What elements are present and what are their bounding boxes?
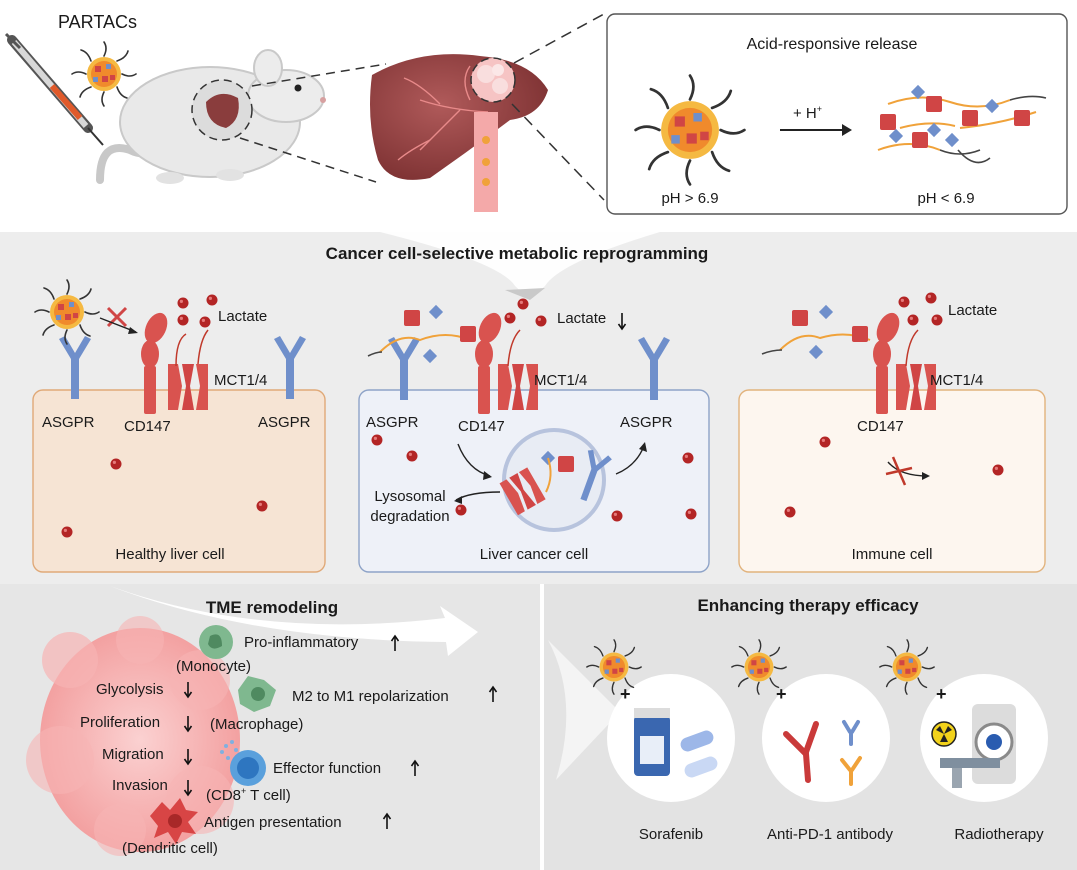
- dendritic-cell-icon: [150, 798, 198, 844]
- cancer-asgpr-right: ASGPR: [620, 414, 673, 431]
- h-plus-label: + H+: [793, 104, 823, 122]
- effect-effector-function: Effector function: [273, 760, 382, 777]
- cell-macrophage: (Macrophage): [210, 716, 304, 733]
- healthy-lactate: Lactate: [218, 308, 268, 325]
- radiotherapy-icon: [931, 704, 1016, 788]
- tumor-item-glycolysis: Glycolysis: [96, 681, 164, 698]
- funnel-tme: [110, 586, 478, 656]
- cancer-mct: MCT1/4: [534, 372, 588, 389]
- ph-high-label: pH > 6.9: [661, 190, 719, 207]
- cell-monocyte: (Monocyte): [176, 658, 252, 675]
- tme-title: TME remodeling: [205, 598, 339, 617]
- antibody-bg: [762, 674, 890, 802]
- plus-antibody: +: [776, 684, 787, 704]
- healthy-asgpr-right: ASGPR: [258, 414, 311, 431]
- effect-m2-m1: M2 to M1 repolarization: [292, 688, 449, 705]
- tumor-item-migration: Migration: [102, 746, 164, 763]
- monocyte-icon: [199, 625, 233, 659]
- cancer-lactate: Lactate: [557, 310, 607, 327]
- effect-pro-inflammatory: Pro-inflammatory: [244, 634, 359, 651]
- pill-bottle-icon: [634, 708, 718, 778]
- lysosomal-label-1: Lysosomal: [374, 488, 446, 505]
- partacs-label: PARTACs: [58, 12, 138, 32]
- macrophage-icon: [238, 676, 276, 712]
- tumor-item-invasion: Invasion: [112, 777, 168, 794]
- healthy-mct: MCT1/4: [214, 372, 268, 389]
- t-cell-icon: [220, 740, 266, 786]
- cancer-cd147: CD147: [458, 418, 505, 435]
- tumor-item-proliferation: Proliferation: [80, 714, 161, 731]
- plus-radiotherapy: +: [936, 684, 947, 704]
- healthy-cd147: CD147: [124, 418, 171, 435]
- cancer-asgpr-left: ASGPR: [366, 414, 419, 431]
- immune-cd147: CD147: [857, 418, 904, 435]
- syringe: [4, 32, 104, 146]
- liver: [370, 54, 548, 212]
- immune-cell: [738, 389, 1046, 573]
- immune-mct: MCT1/4: [930, 372, 984, 389]
- partacs-nanoparticle: [71, 41, 137, 107]
- therapy-title: Enhancing therapy efficacy: [697, 596, 919, 615]
- lactate-down-arrow: [617, 313, 627, 331]
- funnel-top: [380, 232, 660, 300]
- immune-lactate: Lactate: [948, 302, 998, 319]
- ph-low-label: pH < 6.9: [917, 190, 975, 207]
- healthy-asgpr-left: ASGPR: [42, 414, 95, 431]
- therapy-radiotherapy: Radiotherapy: [954, 826, 1044, 843]
- therapy-sorafenib: Sorafenib: [638, 826, 704, 843]
- therapy-anti-pd1: Anti-PD-1 antibody: [767, 826, 893, 843]
- acid-release-box: [606, 13, 1068, 215]
- cell-cd8-t: (CD8+ T cell): [206, 786, 291, 804]
- funnel-therapy: [548, 640, 620, 780]
- metabolic-title: Cancer cell-selective metabolic reprogra…: [325, 244, 709, 263]
- tumor-mass: [26, 616, 240, 856]
- acid-release-title: Acid-responsive release: [746, 36, 918, 53]
- effect-antigen-presentation: Antigen presentation: [204, 814, 342, 831]
- antibody-icon: [783, 720, 862, 786]
- plus-sorafenib: +: [620, 684, 631, 704]
- immune-cell-label: Immune cell: [851, 546, 933, 563]
- mouse: [96, 49, 326, 184]
- healthy-cell-label: Healthy liver cell: [115, 546, 225, 563]
- lysosomal-label-2: degradation: [370, 508, 450, 525]
- cancer-cell-label: Liver cancer cell: [479, 546, 589, 563]
- cell-dendritic: (Dendritic cell): [122, 840, 218, 857]
